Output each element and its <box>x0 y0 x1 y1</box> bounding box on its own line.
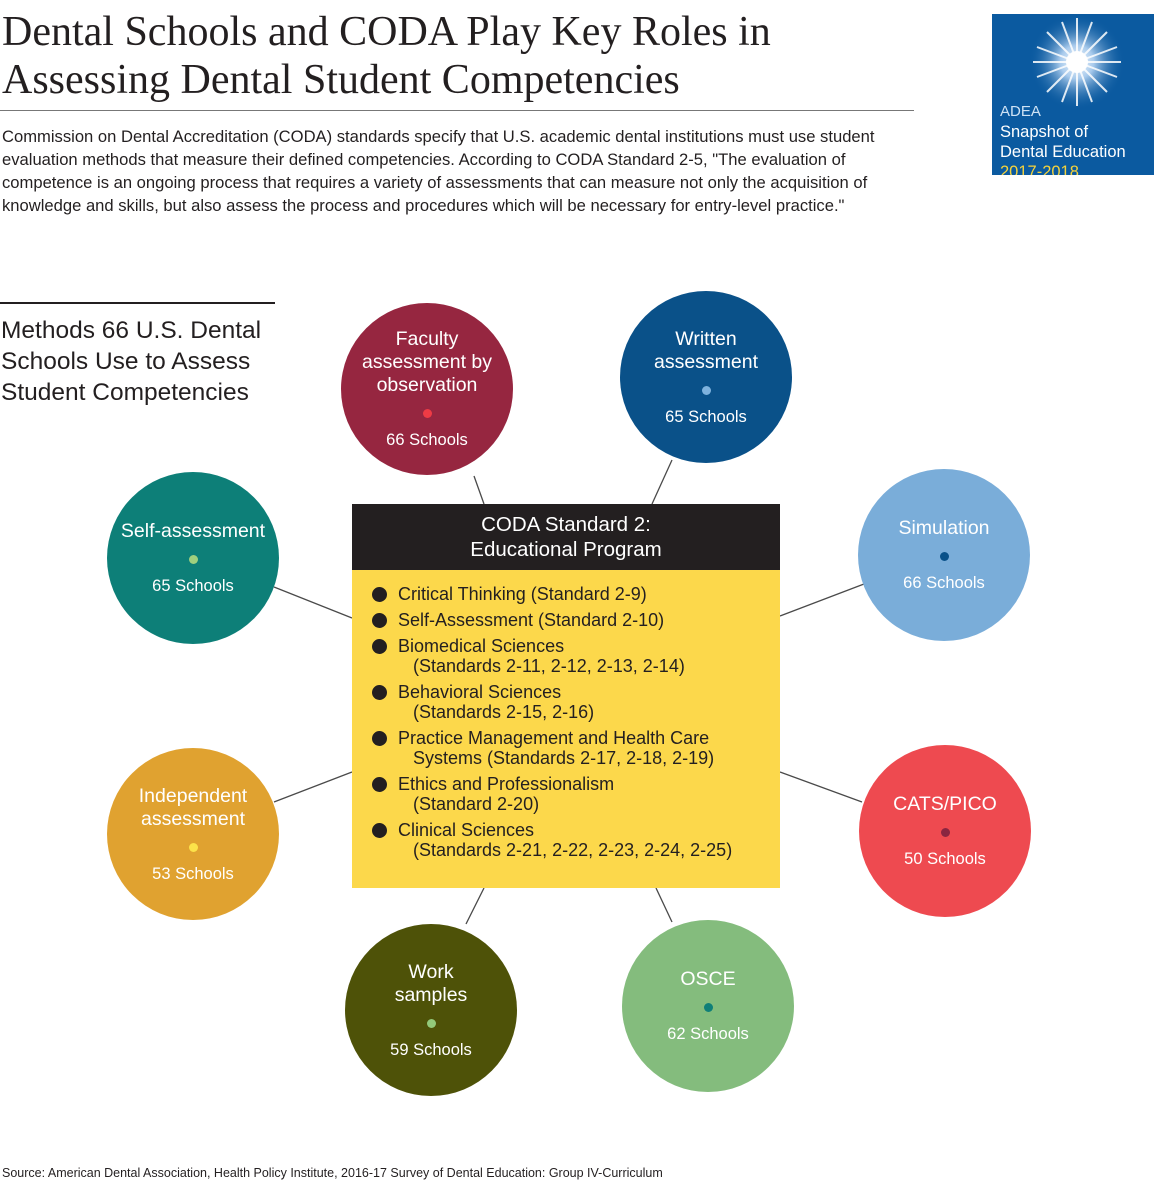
coda-list-item: Behavioral Sciences (Standards 2-15, 2-1… <box>372 682 780 722</box>
badge-line2: Dental Education <box>1000 143 1126 161</box>
method-osce: OSCE 62 Schools <box>622 920 794 1092</box>
method-count: 66 Schools <box>386 431 468 449</box>
connector-self-assessment <box>273 586 353 619</box>
bullet-icon <box>372 731 387 746</box>
methods-title: Methods 66 U.S. Dental Schools Use to As… <box>1 317 262 406</box>
method-dot <box>939 552 949 561</box>
connector-work-samples <box>465 887 485 925</box>
method-name: Self-assessment <box>120 520 266 542</box>
method-self-assessment: Self-assessment 65 Schools <box>107 472 279 644</box>
method-dot <box>940 828 950 837</box>
bullet-icon <box>372 587 387 602</box>
method-count: 62 Schools <box>667 1025 749 1043</box>
connector-simulation <box>779 583 865 617</box>
page-title: Dental Schools and CODA Play Key Roles i… <box>2 9 771 103</box>
coda-item-text: Self-Assessment (Standard 2-10) <box>398 610 665 630</box>
method-work-samples: Work samples 59 Schools <box>345 924 517 1096</box>
method-name: CATS/PICO <box>893 793 997 815</box>
coda-item-text: Ethics and Professionalism <box>398 774 615 794</box>
method-count: 59 Schools <box>390 1040 472 1059</box>
coda-list-item: Self-Assessment (Standard 2-10) <box>372 610 780 630</box>
method-dot <box>188 555 198 564</box>
badge-text: ADEA Snapshot of Dental Education 2017-2… <box>1000 102 1126 175</box>
adea-snapshot-badge: ADEA Snapshot of Dental Education 2017-2… <box>992 14 1154 175</box>
method-count: 53 Schools <box>152 864 234 883</box>
method-dot <box>701 385 711 395</box>
method-written-assessment: Written assessment 65 Schools <box>620 291 792 463</box>
method-dot <box>426 1018 436 1028</box>
coda-item-detail: (Standards 2-21, 2-22, 2-23, 2-24, 2-25) <box>413 840 733 860</box>
coda-list-item: Critical Thinking (Standard 2-9) <box>372 584 780 604</box>
coda-item-text: Practice Management and Health Care <box>398 728 710 748</box>
method-count: 65 Schools <box>152 577 234 595</box>
title-divider <box>0 110 914 111</box>
method-name: OSCE <box>680 968 736 990</box>
bullet-icon <box>372 823 387 838</box>
methods-divider <box>0 302 275 304</box>
source-note: Source: American Dental Association, Hea… <box>2 1166 663 1180</box>
coda-heading-line2: Educational Program <box>470 538 662 561</box>
bullet-icon <box>372 639 387 654</box>
coda-standard-heading: CODA Standard 2: Educational Program <box>352 504 780 570</box>
coda-item-text: Clinical Sciences <box>398 820 535 840</box>
connector-faculty <box>473 475 485 505</box>
method-name: Work samples <box>394 960 468 1006</box>
method-dot <box>422 409 432 418</box>
coda-list-item: Clinical Sciences (Standards 2-21, 2-22,… <box>372 820 780 860</box>
method-count: 65 Schools <box>665 407 747 426</box>
method-count: 66 Schools <box>903 574 985 592</box>
starburst-icon <box>1029 14 1125 110</box>
coda-item-text: Biomedical Sciences <box>398 636 565 656</box>
coda-list-item: Practice Management and Health Care Syst… <box>372 728 780 768</box>
coda-item-detail: (Standards 2-15, 2-16) <box>413 702 595 722</box>
method-independent-assessment: Independent assessment 53 Schools <box>107 748 279 920</box>
method-simulation: Simulation 66 Schools <box>858 469 1030 641</box>
method-dot <box>703 1003 713 1012</box>
connector-osce <box>655 887 673 923</box>
method-faculty-observation: Faculty assessment by observation 66 Sch… <box>341 303 513 475</box>
badge-line1: Snapshot of <box>1000 123 1089 141</box>
coda-item-detail: Systems (Standards 2-17, 2-18, 2-19) <box>413 748 715 768</box>
coda-item-text: Critical Thinking (Standard 2-9) <box>398 584 647 604</box>
connector-written <box>651 459 673 505</box>
coda-list-item: Biomedical Sciences (Standards 2-11, 2-1… <box>372 636 780 676</box>
method-dot <box>188 842 198 852</box>
bullet-icon <box>372 613 387 628</box>
connector-independent <box>273 771 353 803</box>
coda-standard-list: Critical Thinking (Standard 2-9) Self-As… <box>352 570 780 888</box>
connector-cats-pico <box>779 771 863 803</box>
coda-item-detail: (Standard 2-20) <box>413 794 540 814</box>
method-cats-pico: CATS/PICO 50 Schools <box>859 745 1031 917</box>
bullet-icon <box>372 685 387 700</box>
method-name: Simulation <box>898 517 990 539</box>
coda-heading-line1: CODA Standard 2: <box>481 513 651 536</box>
coda-item-text: Behavioral Sciences <box>398 682 562 702</box>
method-name: Written assessment <box>653 327 759 373</box>
badge-org: ADEA <box>1000 103 1041 120</box>
bullet-icon <box>372 777 387 792</box>
coda-item-detail: (Standards 2-11, 2-12, 2-13, 2-14) <box>413 656 685 676</box>
method-name: Faculty assessment by observation <box>361 328 493 396</box>
method-name: Independent assessment <box>138 784 248 830</box>
coda-list-item: Ethics and Professionalism (Standard 2-2… <box>372 774 780 814</box>
badge-years: 2017-2018 <box>1000 163 1079 175</box>
method-count: 50 Schools <box>904 850 986 868</box>
intro-paragraph: Commission on Dental Accreditation (CODA… <box>2 127 875 215</box>
